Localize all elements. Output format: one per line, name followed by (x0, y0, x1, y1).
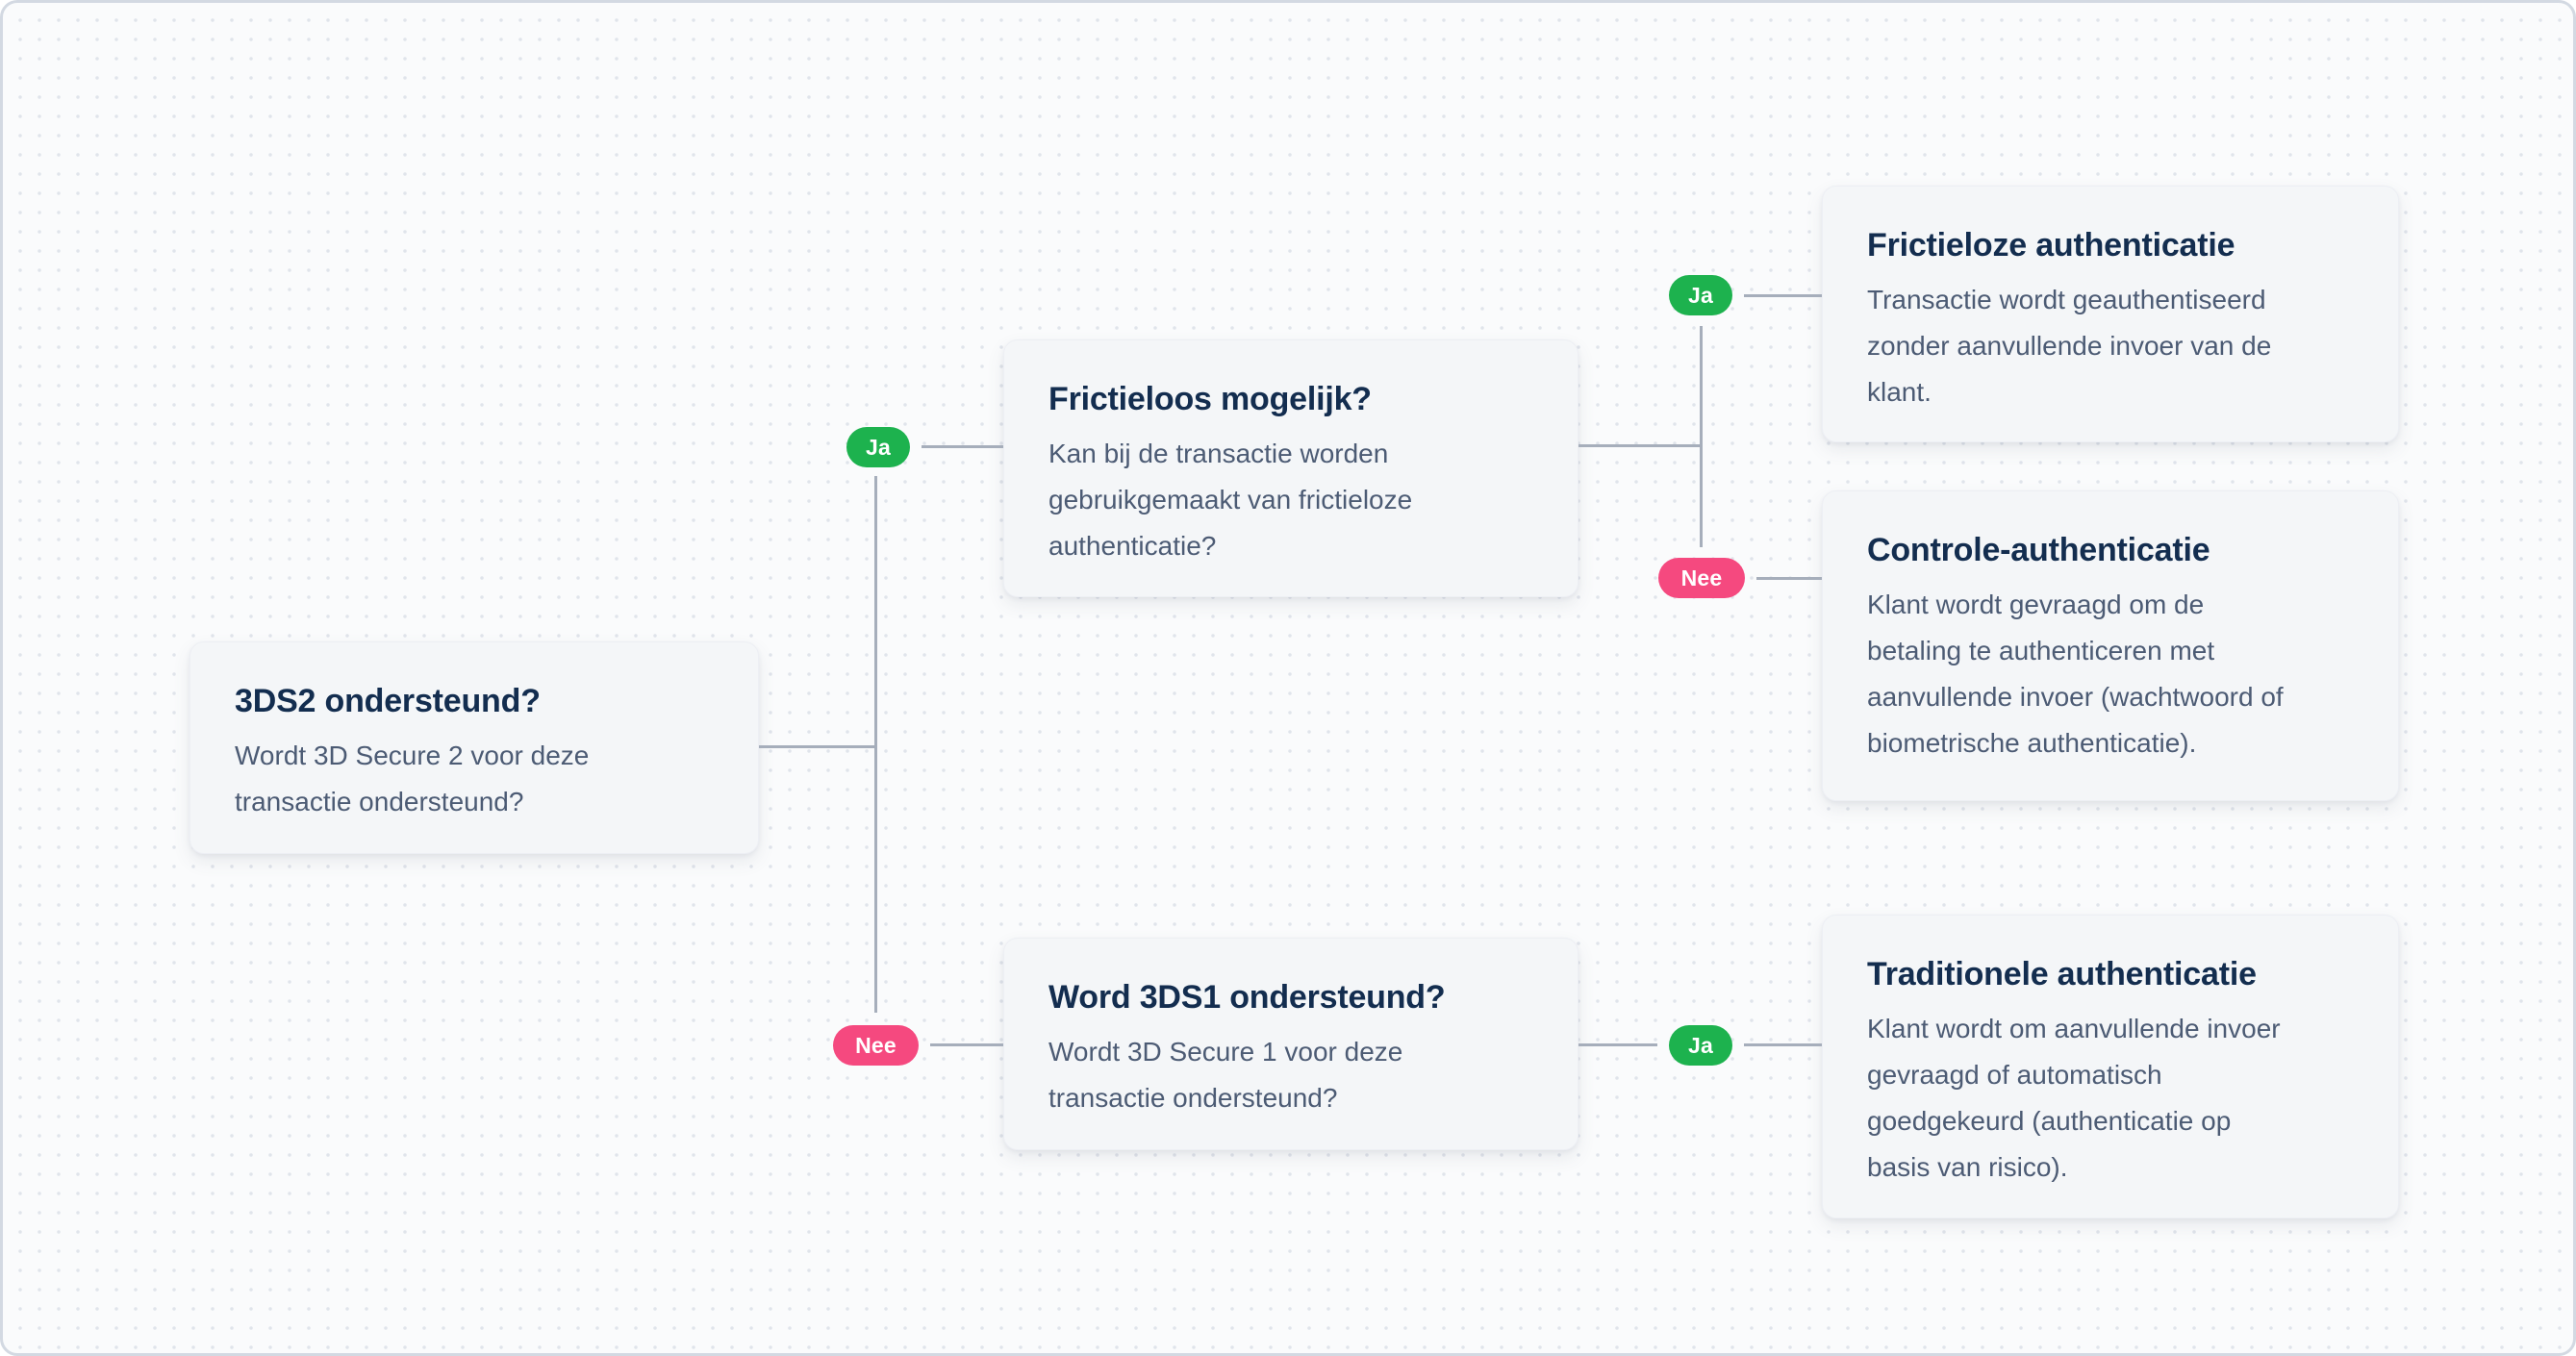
connector-line (1744, 1043, 1822, 1046)
node-frictieloos-mogelijk: Frictieloos mogelijk? Kan bij de transac… (1003, 339, 1578, 597)
node-title: 3DS2 ondersteund? (235, 683, 541, 719)
edge-label-ja: Ja (1669, 275, 1732, 315)
node-title: Frictieloze authenticatie (1867, 227, 2235, 264)
node-body: Klant wordt gevraagd om de betaling te a… (1867, 590, 2284, 758)
connector-line (1756, 577, 1822, 580)
node-body: Transactie wordt geauthentiseerd zonder … (1867, 285, 2272, 407)
edge-label-nee: Nee (833, 1025, 919, 1066)
edge-label-ja: Ja (846, 427, 910, 467)
edge-label-ja: Ja (1669, 1025, 1732, 1066)
node-word-3ds1-ondersteund: Word 3DS1 ondersteund? Wordt 3D Secure 1… (1003, 938, 1578, 1150)
node-controle-authenticatie: Controle-authenticatie Klant wordt gevra… (1822, 490, 2399, 801)
node-body: Wordt 3D Secure 1 voor deze transactie o… (1048, 1037, 1403, 1113)
node-3ds2-ondersteund: 3DS2 ondersteund? Wordt 3D Secure 2 voor… (189, 641, 759, 854)
node-traditionele-authenticatie: Traditionele authenticatie Klant wordt o… (1822, 915, 2399, 1218)
node-title: Word 3DS1 ondersteund? (1048, 979, 1446, 1016)
connector-line (930, 1043, 1003, 1046)
connector-line (922, 445, 1003, 448)
node-title: Controle-authenticatie (1867, 532, 2210, 568)
node-body: Klant wordt om aanvullende invoer gevraa… (1867, 1014, 2281, 1182)
connector-line (1578, 444, 1703, 447)
node-body: Wordt 3D Secure 2 voor deze transactie o… (235, 741, 590, 816)
connector-line (1744, 294, 1822, 297)
connector-line (874, 476, 877, 1013)
connector-line (1700, 326, 1703, 547)
node-body: Kan bij de transactie worden gebruikgema… (1048, 439, 1413, 561)
connector-line (759, 745, 877, 748)
connector-line (1578, 1043, 1657, 1046)
edge-label-nee: Nee (1658, 558, 1745, 598)
node-title: Traditionele authenticatie (1867, 956, 2257, 992)
node-title: Frictieloos mogelijk? (1048, 381, 1372, 417)
node-frictieloze-authenticatie: Frictieloze authenticatie Transactie wor… (1822, 186, 2399, 442)
